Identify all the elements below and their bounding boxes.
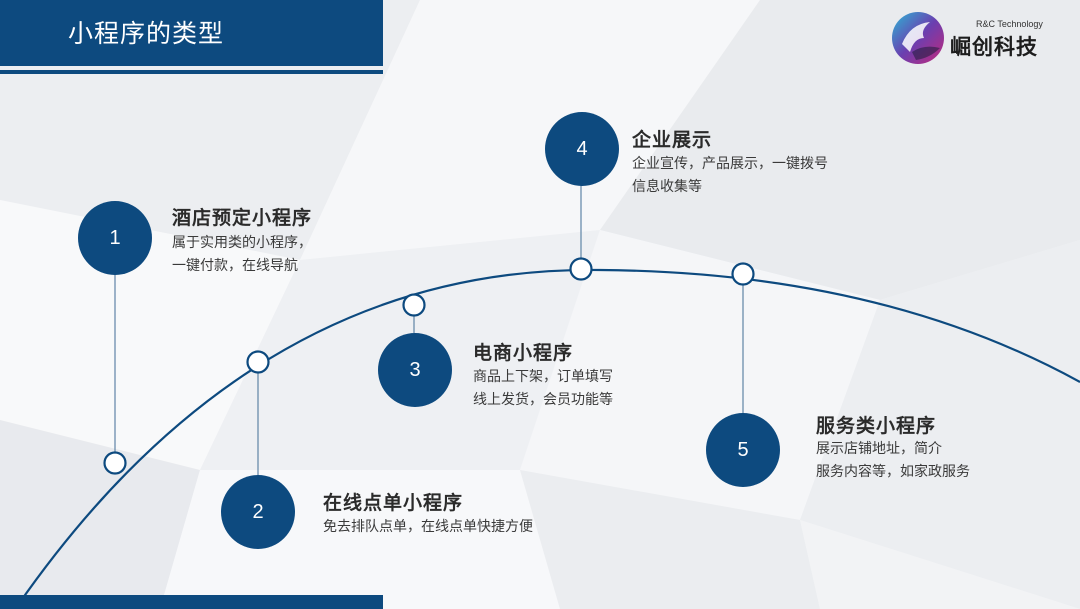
arc-node-4 — [569, 257, 593, 281]
item-description-line: 一键付款，在线导航 — [172, 258, 298, 274]
bg-polygon — [600, 0, 1080, 300]
item-description-4: 企业宣传，产品展示，一键拨号 信息收集等 — [632, 153, 828, 199]
bg-polygon — [520, 230, 880, 520]
title-bar — [0, 0, 383, 66]
item-description-line: 属于实用类的小程序， — [172, 235, 312, 251]
item-title-1: 酒店预定小程序 — [172, 207, 313, 229]
bg-polygon — [0, 200, 300, 470]
company-logo: R&C Technology 崛创科技 — [890, 8, 1050, 66]
title-underline — [0, 70, 383, 74]
logo-english-text: R&C Technology — [976, 19, 1043, 29]
item-title-2: 在线点单小程序 — [323, 492, 464, 514]
item-number-badge-3: 3 — [378, 333, 452, 407]
bottom-bar — [0, 595, 383, 609]
logo-mark-icon — [892, 12, 944, 64]
item-description-line: 企业宣传，产品展示，一键拨号 — [632, 156, 828, 172]
item-number-badge-5: 5 — [706, 413, 780, 487]
arc-node-2 — [246, 350, 270, 374]
arc-node-1 — [103, 451, 127, 475]
item-description-line: 线上发货，会员功能等 — [473, 392, 613, 408]
item-title-5: 服务类小程序 — [816, 415, 937, 437]
item-description-line: 信息收集等 — [632, 179, 702, 195]
page-title: 小程序的类型 — [68, 19, 225, 48]
item-title-3: 电商小程序 — [473, 342, 574, 364]
item-number-badge-4: 4 — [545, 112, 619, 186]
item-description-2: 免去排队点单，在线点单快捷方便 — [323, 516, 533, 539]
logo-chinese-text: 崛创科技 — [950, 35, 1038, 59]
item-description-3: 商品上下架，订单填写 线上发货，会员功能等 — [473, 366, 613, 412]
item-description-1: 属于实用类的小程序， 一键付款，在线导航 — [172, 232, 312, 278]
item-description-5: 展示店铺地址，简介 服务内容等，如家政服务 — [816, 438, 970, 484]
bg-polygon — [800, 520, 1080, 609]
item-description-line: 免去排队点单，在线点单快捷方便 — [323, 519, 533, 535]
item-title-4: 企业展示 — [632, 129, 713, 151]
bg-polygon — [520, 470, 820, 609]
item-description-line: 服务内容等，如家政服务 — [816, 464, 970, 480]
bg-polygon — [300, 0, 760, 260]
bg-polygon — [800, 240, 1080, 609]
item-number-badge-2: 2 — [221, 475, 295, 549]
arc-node-3 — [402, 293, 426, 317]
item-description-line: 商品上下架，订单填写 — [473, 369, 613, 385]
timeline-arc — [17, 268, 1080, 606]
arc-node-5 — [731, 262, 755, 286]
item-description-line: 展示店铺地址，简介 — [816, 441, 942, 457]
item-number-badge-1: 1 — [78, 201, 152, 275]
